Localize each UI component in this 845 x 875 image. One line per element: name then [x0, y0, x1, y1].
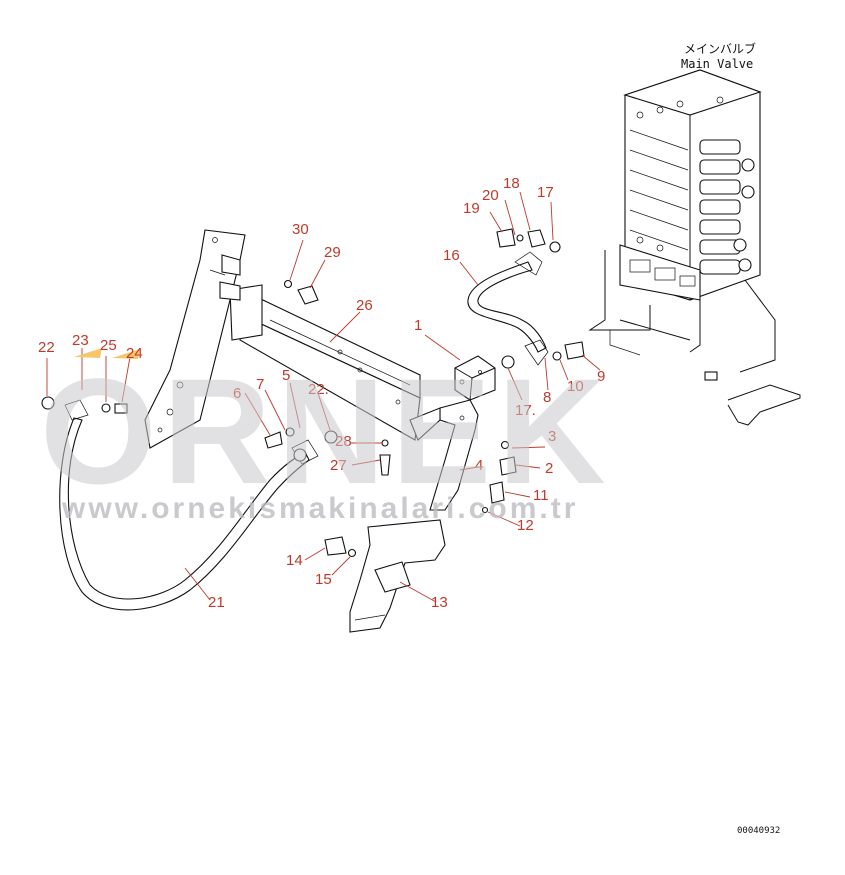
callout-21: 21 — [208, 594, 225, 611]
callout-30: 30 — [292, 221, 309, 238]
main-valve-drawing — [619, 69, 762, 301]
callout-25: 25 — [100, 337, 117, 354]
callout-17: 17 — [537, 184, 554, 201]
callout-27: 27 — [330, 457, 347, 474]
pipe-16 — [467, 251, 549, 366]
callout-6: 6 — [233, 385, 241, 402]
callout-23: 23 — [72, 332, 89, 349]
callout-3: 3 — [548, 428, 556, 445]
callout-14: 14 — [286, 552, 303, 569]
beam-26 — [229, 284, 421, 441]
callout-28: 28 — [335, 433, 352, 450]
callout-26: 26 — [356, 297, 373, 314]
callout-20: 20 — [482, 187, 499, 204]
highlight-mark-24 — [112, 349, 140, 359]
highlight-mark-23 — [74, 348, 102, 358]
valve-support-frame — [588, 250, 801, 426]
callout-9: 9 — [597, 368, 605, 385]
watermark-brand: ORNEK — [40, 347, 612, 515]
callout-18: 18 — [503, 175, 520, 192]
callout-labels: 1 2 3 4 5 6 7 8 9 10 11 12 13 14 15 16 1… — [38, 175, 605, 611]
callout-10: 10 — [567, 378, 584, 395]
bracket-13 — [349, 519, 446, 633]
callout-11: 11 — [533, 487, 549, 504]
callout-8: 8 — [543, 389, 551, 406]
callout-24: 24 — [126, 345, 143, 362]
block-1 — [454, 355, 496, 401]
spool-caps — [699, 139, 755, 275]
callout-19: 19 — [463, 200, 480, 217]
title-jp: メインバルブ — [684, 41, 756, 56]
callout-7: 7 — [256, 376, 264, 393]
title-en: Main Valve — [681, 57, 753, 71]
document-number: 00040932 — [737, 826, 780, 836]
fasteners — [41, 228, 585, 558]
callout-16: 16 — [443, 247, 460, 264]
bracket-4 — [409, 399, 479, 511]
callout-1: 1 — [414, 317, 422, 334]
callout-12: 12 — [517, 517, 534, 534]
callout-22-middle: 22. — [308, 381, 329, 398]
watermark-url: www.ornekismakinalari.com.tr — [61, 492, 578, 525]
callout-2: 2 — [545, 460, 553, 477]
callout-15: 15 — [315, 571, 332, 588]
callout-4: 4 — [475, 457, 483, 474]
callout-17-lower: 17. — [515, 402, 536, 419]
callout-13: 13 — [431, 594, 448, 611]
callout-5: 5 — [282, 367, 290, 384]
callout-22: 22 — [38, 339, 55, 356]
left-bracket — [144, 229, 246, 449]
callout-29: 29 — [324, 244, 341, 261]
leader-lines — [46, 191, 601, 603]
